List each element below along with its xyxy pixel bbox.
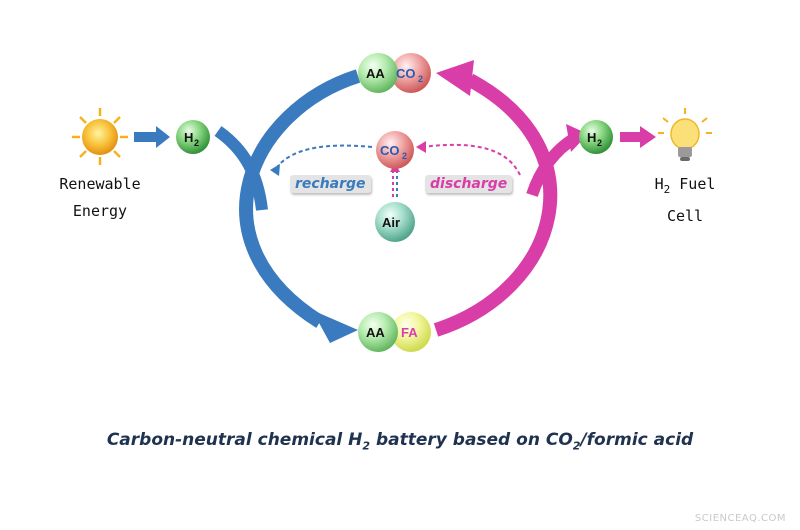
h2-right-text: H — [587, 130, 596, 145]
h2-fuel-cell-line2: Cell — [666, 207, 704, 225]
lightbulb-icon — [658, 108, 712, 161]
magenta-arc-arrowhead — [436, 60, 474, 96]
top-co2-sub: 2 — [418, 74, 423, 84]
h2-fuel-cell-line1: H2 Fuel — [630, 171, 740, 203]
top-co2-text: CO — [396, 66, 416, 81]
bottom-fa-bubble — [391, 312, 431, 352]
top-aa-bubble — [358, 53, 398, 93]
top-aa-text: AA — [366, 66, 385, 81]
recharge-tag: recharge — [290, 175, 371, 193]
h2-left-bubble — [176, 120, 210, 154]
watermark: SCIENCEAQ.COM — [694, 513, 786, 524]
caption-sub2: 2 — [572, 439, 581, 453]
h2-left-text: H — [184, 130, 193, 145]
discharge-dashed-arrowhead — [416, 141, 426, 153]
mid-co2-text: CO — [380, 143, 400, 158]
caption-sub1: 2 — [362, 439, 371, 453]
recharge-dashed-arrowhead — [270, 164, 280, 176]
blue-branch — [214, 126, 268, 211]
bottom-aa-text: AA — [366, 325, 385, 340]
h2-fuel-cell-rest: Fuel — [670, 175, 716, 193]
discharge-tag: discharge — [425, 175, 513, 193]
bottom-aa-bubble — [358, 312, 398, 352]
caption-part2: battery based on CO — [370, 430, 573, 450]
mid-co2-sub: 2 — [402, 151, 407, 161]
h2-right-sub: 2 — [597, 138, 602, 148]
fuel-arrow — [620, 126, 656, 148]
h2-right-bubble — [579, 120, 613, 154]
h2-fuel-cell-sub: 2 — [663, 183, 671, 196]
bottom-fa-text: FA — [401, 325, 418, 340]
top-co2-bubble — [391, 53, 431, 93]
energy-arrow — [134, 126, 170, 148]
recharge-dashed-arc — [274, 144, 373, 171]
air-text: Air — [382, 215, 400, 230]
sun-icon — [72, 108, 128, 165]
renewable-energy-line1: Renewable — [59, 175, 141, 193]
discharge-dashed-arc — [421, 143, 521, 176]
h2-fuel-cell-label: H2 Fuel Cell — [630, 171, 740, 230]
mid-co2-bubble — [376, 131, 414, 169]
figure-caption: Carbon-neutral chemical H2 battery based… — [0, 430, 800, 452]
magenta-branch-arrowhead — [566, 124, 588, 152]
h2-fuel-cell-h: H — [654, 175, 664, 193]
h2-left-sub: 2 — [194, 138, 199, 148]
caption-part3: /formic acid — [580, 430, 694, 450]
magenta-arc — [433, 73, 558, 337]
renewable-energy-label: Renewable Energy — [40, 171, 160, 225]
air-bubble — [375, 202, 415, 242]
renewable-energy-line2: Energy — [72, 202, 128, 220]
caption-part1: Carbon-neutral chemical H — [106, 430, 363, 450]
blue-arc-arrowhead — [312, 310, 358, 343]
